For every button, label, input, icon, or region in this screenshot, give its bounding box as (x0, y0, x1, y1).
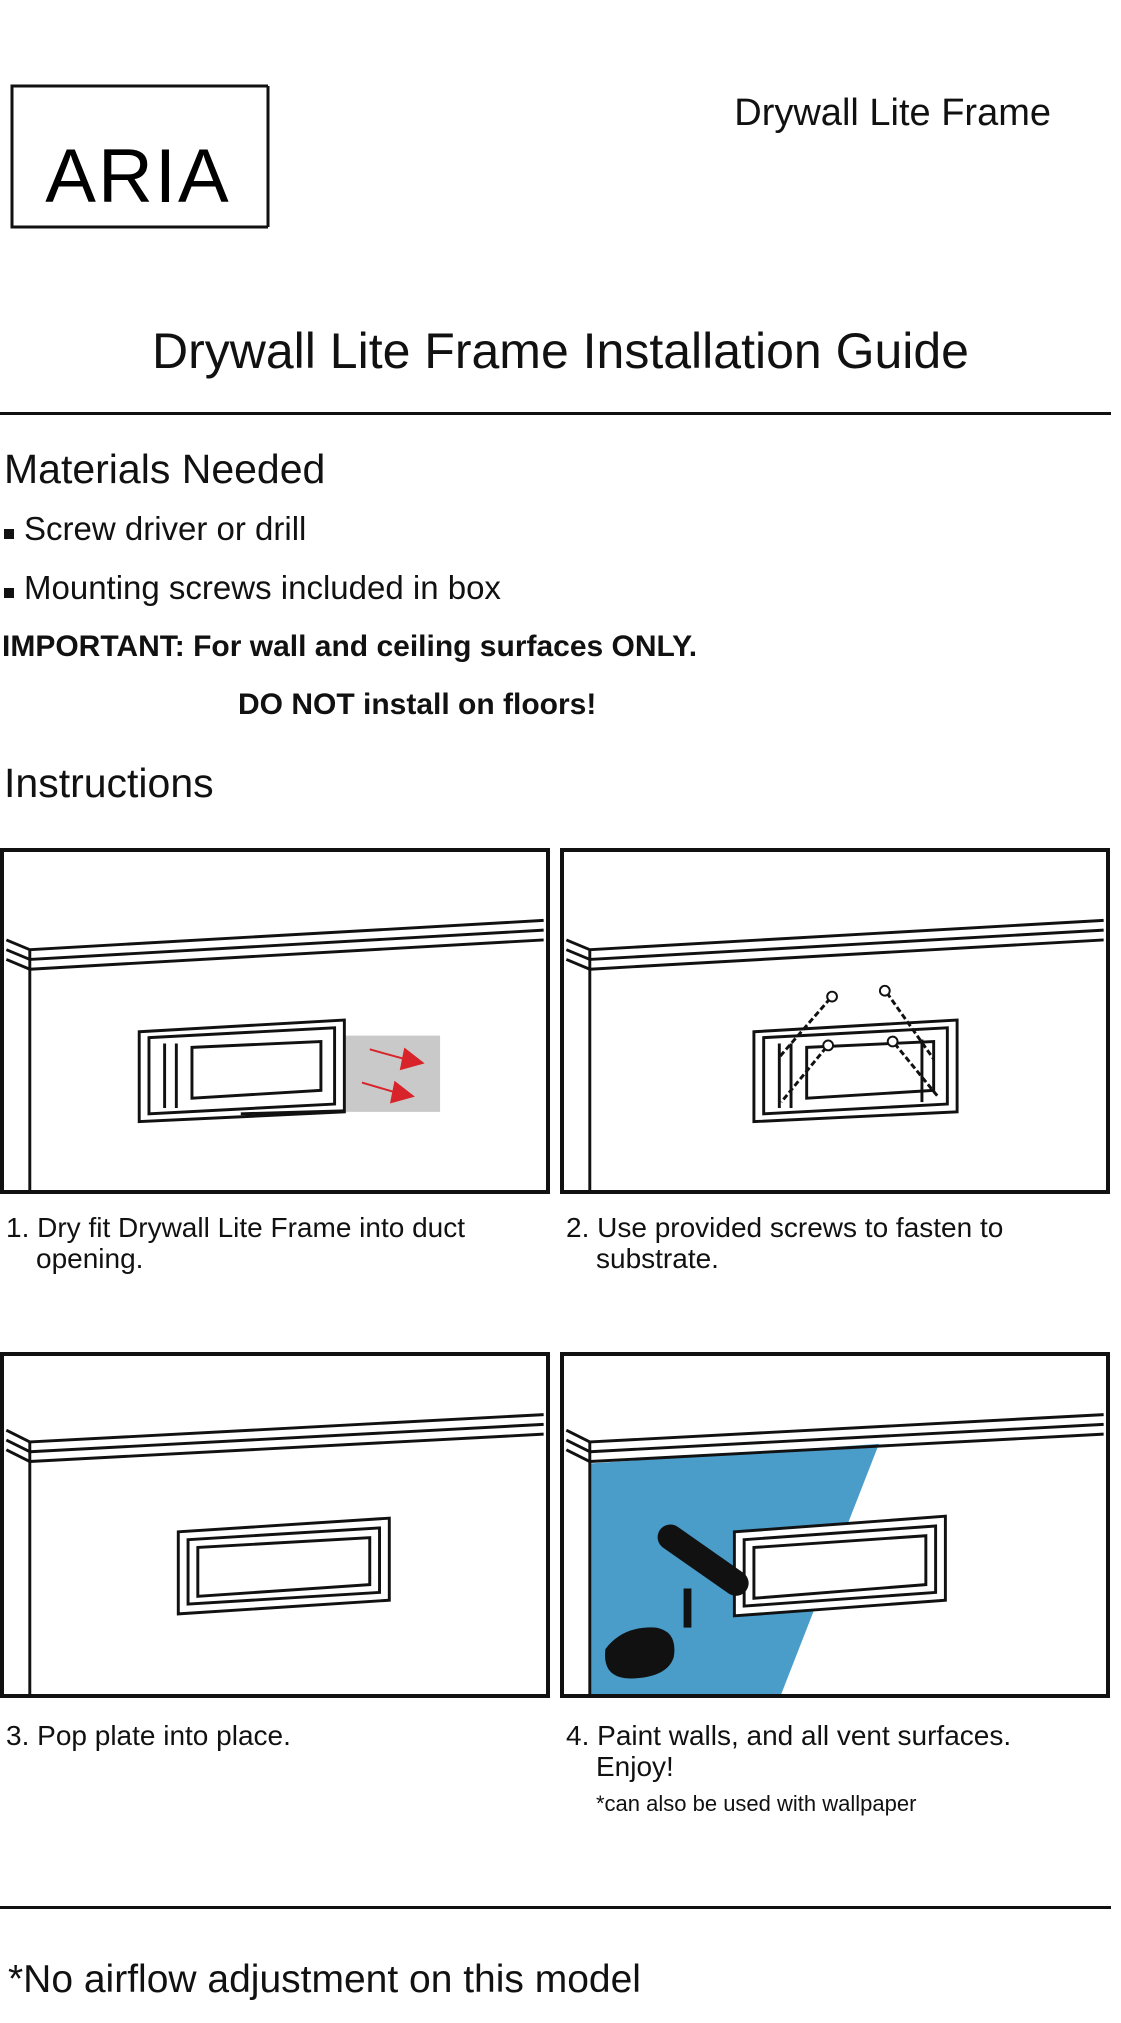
important-warning: IMPORTANT: For wall and ceiling surfaces… (2, 630, 698, 663)
step-2-text: 2. Use provided screws to fasten to subs… (566, 1212, 1004, 1274)
bullet-square-icon (4, 588, 14, 598)
material-item: Screw driver or drill (4, 510, 306, 548)
instructions-heading: Instructions (4, 760, 214, 806)
step-1-text: 1. Dry fit Drywall Lite Frame into duct … (6, 1212, 466, 1274)
wallpaper-note: *can also be used with wallpaper (596, 1791, 917, 1816)
step-1-illustration (0, 848, 550, 1194)
materials-heading: Materials Needed (4, 446, 326, 492)
logo-text: ARIA (45, 134, 230, 219)
divider-top (0, 412, 1111, 415)
floor-warning: DO NOT install on floors! (238, 688, 597, 721)
divider-bottom (0, 1906, 1111, 1909)
step-2-illustration (560, 848, 1110, 1194)
step-3-illustration (0, 1352, 550, 1698)
material-item: Mounting screws included in box (4, 569, 501, 607)
aria-logo: ARIA (10, 84, 272, 230)
page-title: Drywall Lite Frame Installation Guide (152, 323, 969, 379)
product-name: Drywall Lite Frame (734, 92, 1051, 134)
step-4-illustration (560, 1352, 1110, 1698)
step-3-text: 3. Pop plate into place. (6, 1720, 291, 1751)
airflow-note: *No airflow adjustment on this model (8, 1958, 641, 2001)
paint-roller-icon (605, 1524, 749, 1679)
step-4-text: 4. Paint walls, and all vent surfaces. E… (566, 1720, 1086, 1819)
bullet-square-icon (4, 529, 14, 539)
